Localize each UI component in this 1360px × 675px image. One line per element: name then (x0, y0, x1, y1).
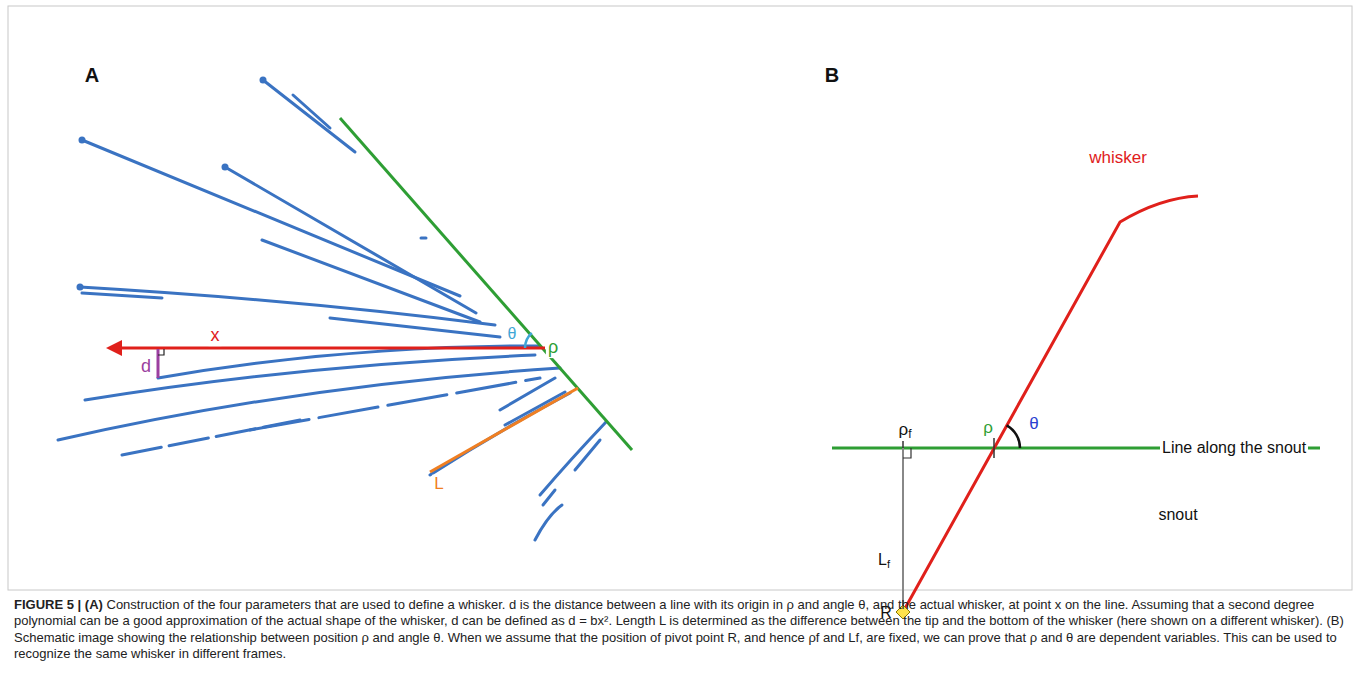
line-label: Line along the snout (1160, 439, 1308, 457)
axis-label: x (209, 326, 222, 346)
angle-arc (1007, 425, 1020, 448)
fixed-position-label: ρf (897, 421, 914, 440)
region-label: snout (1156, 506, 1199, 524)
axis-arrowhead (106, 340, 122, 356)
whisker-traces (58, 80, 606, 540)
position-tick (993, 438, 995, 458)
angle-arc (525, 333, 532, 348)
length-label: L (432, 475, 445, 494)
length-line (430, 388, 578, 472)
figure-frame (8, 6, 1352, 590)
angle-label: θ (1027, 415, 1040, 434)
perpendicular-line (902, 448, 904, 606)
whisker-base-dots (77, 77, 267, 291)
panel-letter: B (823, 64, 841, 86)
whisker-schematic (903, 196, 1198, 612)
position-label: ρ (546, 338, 560, 358)
position-label: ρ (981, 419, 995, 438)
panel-letter: A (83, 64, 101, 86)
distance-label: d (139, 357, 153, 377)
right-angle-mark (903, 448, 911, 458)
position-tick (902, 441, 904, 448)
fixed-length-label: Lf (876, 551, 892, 569)
whisker-label: whisker (1087, 149, 1149, 168)
reference-axis (118, 347, 545, 350)
right-angle-mark (158, 349, 164, 355)
snout-line (340, 118, 632, 450)
angle-label: θ (506, 325, 519, 343)
distance-mark (157, 349, 160, 378)
figure-caption: FIGURE 5 | (A) Construction of the four … (14, 597, 1346, 662)
